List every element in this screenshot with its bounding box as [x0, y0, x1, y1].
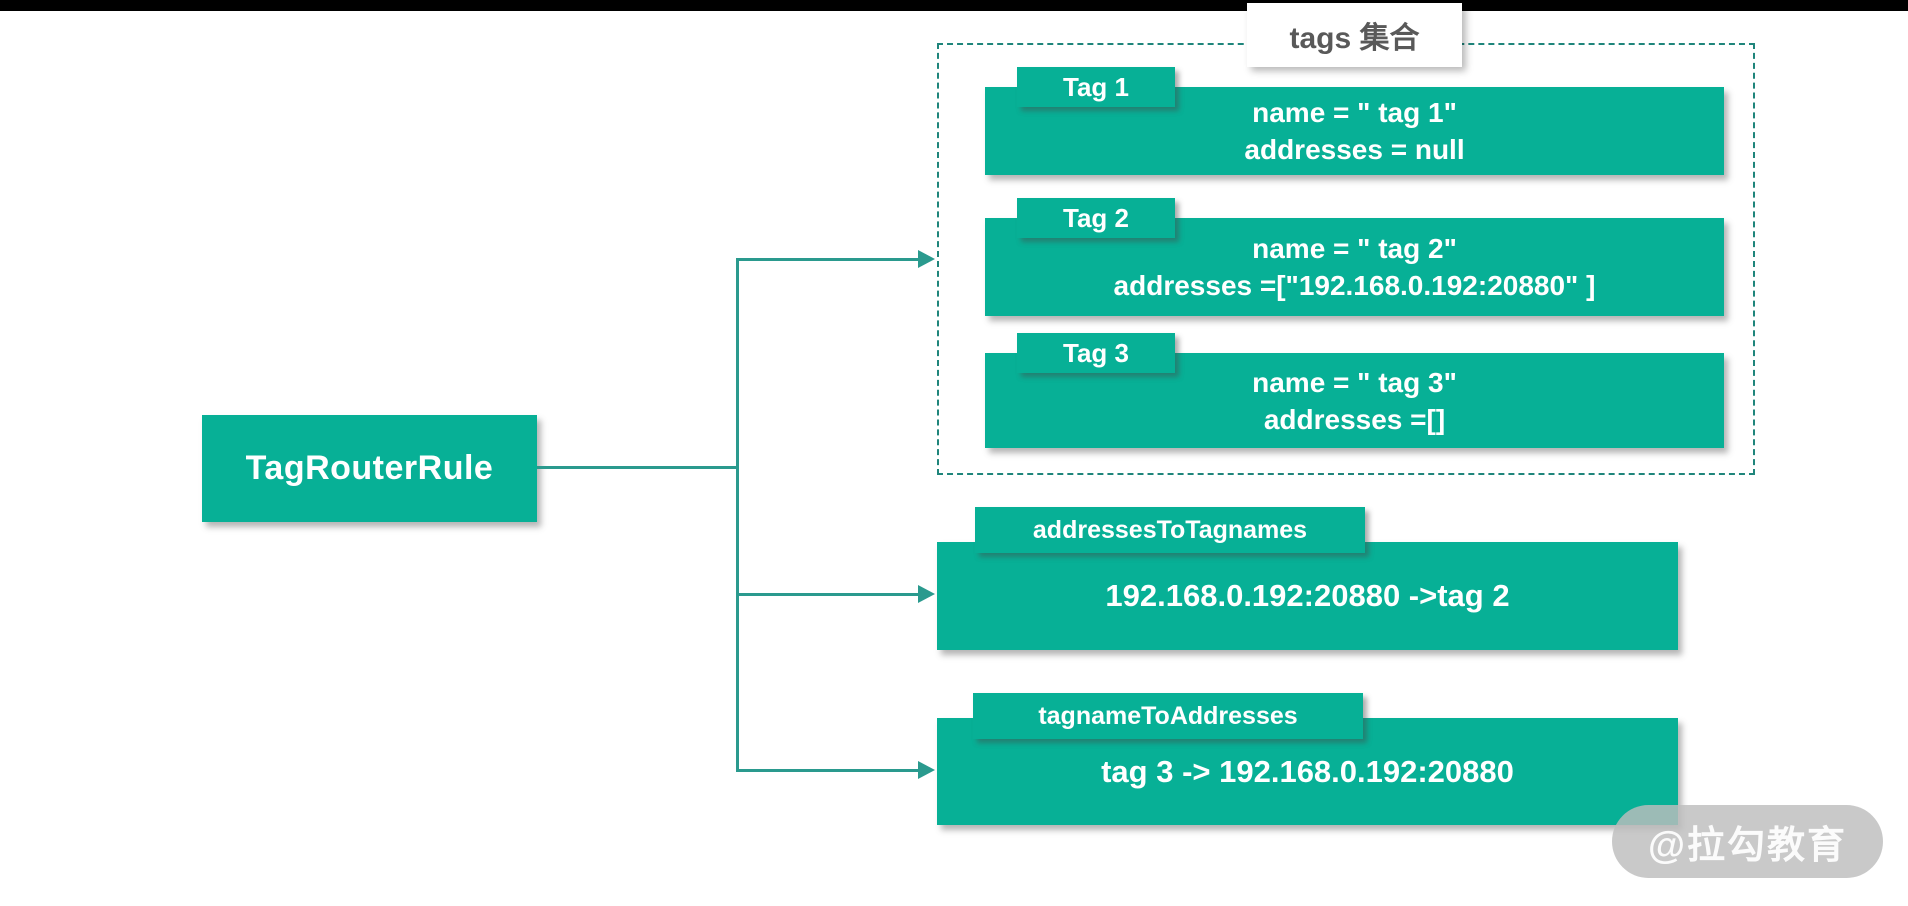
- connector-branch-tags: [736, 258, 920, 261]
- tag2-node: name = " tag 2" addresses =["192.168.0.1…: [985, 218, 1724, 316]
- tag1-node: name = " tag 1" addresses = null: [985, 87, 1724, 175]
- top-bar: [0, 0, 1908, 11]
- tag2-addresses-text: addresses =["192.168.0.192:20880" ]: [1113, 270, 1596, 301]
- addresses-to-tagnames-label: addressesToTagnames: [1032, 515, 1308, 544]
- tag1-addresses-text: addresses = null: [1244, 134, 1465, 165]
- tag1-label: Tag 1: [1063, 71, 1129, 102]
- tag-router-rule-label: TagRouterRule: [245, 449, 494, 487]
- tag3-name-text: name = " tag 3": [1252, 366, 1457, 398]
- tag3-label-tab: Tag 3: [1017, 333, 1175, 373]
- watermark-badge: @拉勾教育: [1612, 805, 1883, 878]
- tag3-label: Tag 3: [1063, 337, 1129, 368]
- tagname-to-addresses-label-tab: tagnameToAddresses: [973, 693, 1363, 739]
- tag3-addresses-text: addresses =[]: [1263, 403, 1446, 435]
- tag2-name-text: name = " tag 2": [1252, 233, 1457, 264]
- connector-root-to-trunk: [537, 466, 737, 469]
- connector-trunk: [736, 258, 739, 772]
- connector-branch-tagname-map: [736, 769, 920, 772]
- arrowhead-icon: [918, 250, 935, 268]
- addresses-to-tagnames-content: 192.168.0.192:20880 ->tag 2: [1105, 578, 1510, 613]
- watermark-text: @拉勾教育: [1647, 825, 1848, 867]
- addresses-to-tagnames-label-tab: addressesToTagnames: [975, 507, 1365, 553]
- tagname-to-addresses-label: tagnameToAddresses: [1038, 701, 1298, 730]
- tagname-to-addresses-content: tag 3 -> 192.168.0.192:20880: [1101, 753, 1514, 789]
- arrowhead-icon: [918, 761, 935, 779]
- tag-router-rule-node: TagRouterRule: [202, 415, 537, 522]
- tag1-name-text: name = " tag 1": [1252, 97, 1457, 128]
- tag2-label: Tag 2: [1063, 202, 1129, 233]
- tag1-label-tab: Tag 1: [1017, 67, 1175, 107]
- addresses-to-tagnames-node: 192.168.0.192:20880 ->tag 2: [937, 542, 1678, 650]
- tags-collection-title-label: tags 集合: [1289, 22, 1420, 55]
- tags-collection-title: tags 集合: [1247, 3, 1462, 67]
- arrowhead-icon: [918, 585, 935, 603]
- connector-branch-addresses-map: [736, 593, 920, 596]
- tag2-label-tab: Tag 2: [1017, 198, 1175, 238]
